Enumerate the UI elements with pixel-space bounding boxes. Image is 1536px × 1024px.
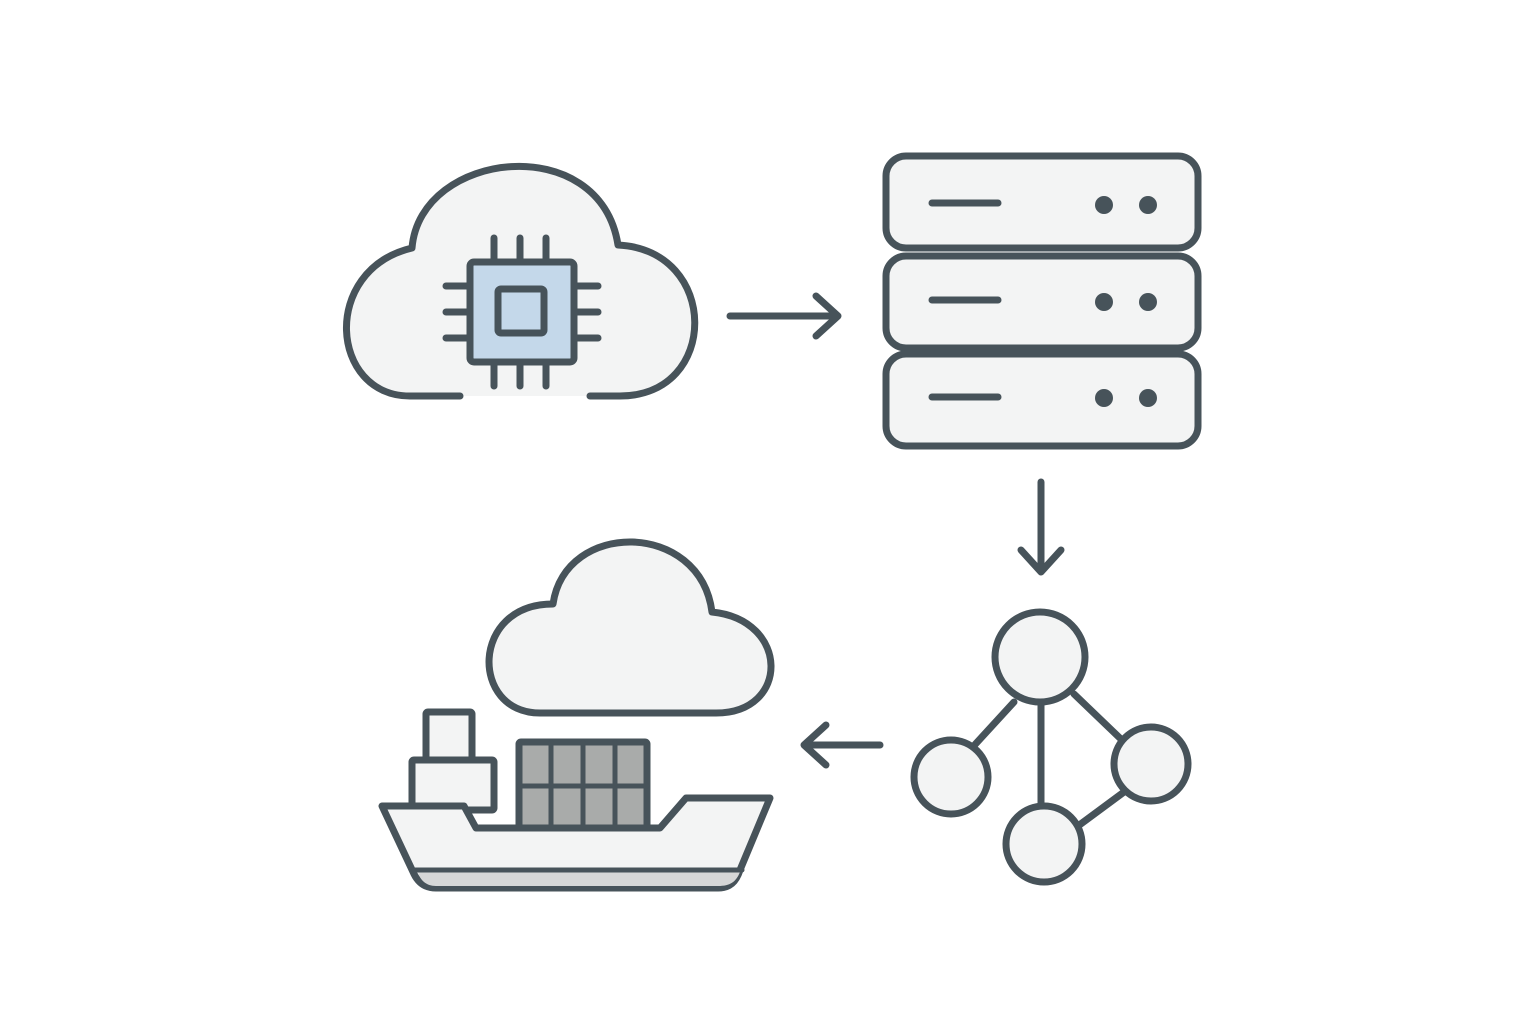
- server-stack-icon: [882, 152, 1202, 450]
- arrow-right-icon: [726, 292, 842, 340]
- chip-icon: [442, 234, 602, 390]
- arrow-down-icon: [1017, 478, 1065, 576]
- ship-hull-icon: [378, 794, 774, 892]
- network-graph-icon: [910, 608, 1192, 886]
- cloud-container-ship-icon: [378, 538, 775, 892]
- cloud-chip-icon: [343, 163, 699, 400]
- arrow-left-icon: [800, 721, 884, 769]
- containers-icon: [515, 738, 651, 832]
- cloud-icon: [485, 538, 775, 717]
